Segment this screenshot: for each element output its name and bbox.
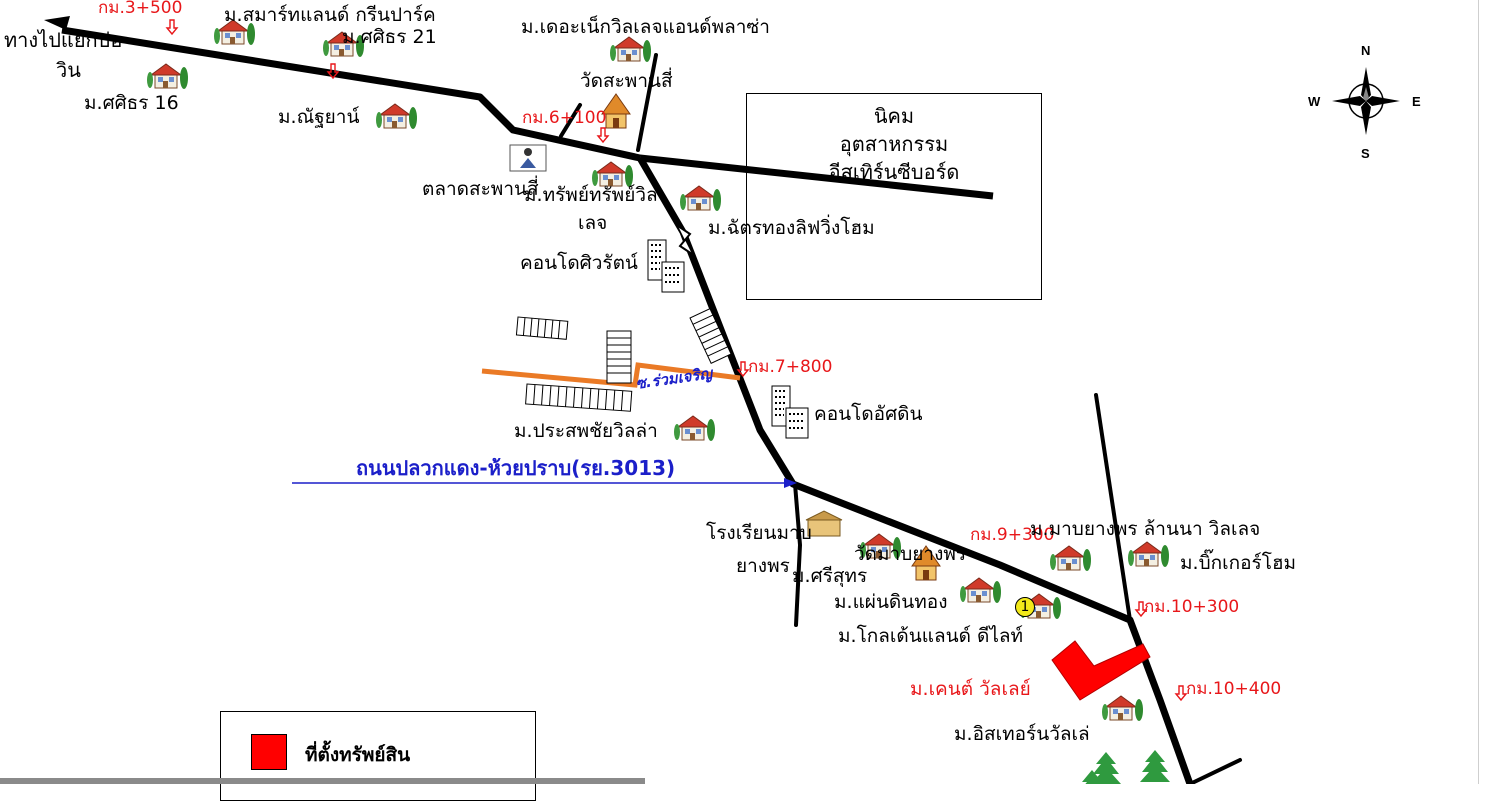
house-icon: [375, 103, 418, 130]
label-prasoppchai-villa: ม.ประสพชัยวิลล่า: [514, 420, 658, 442]
estate-line-3: อีสเทิร์นซีบอร์ด: [828, 160, 960, 184]
house-icon: [1049, 545, 1092, 572]
road-to-eastern-valley-branch: [1094, 393, 1132, 622]
direction-arrowhead: [44, 16, 70, 30]
km-post-icon: [1175, 685, 1187, 701]
label-wat-saphan-si: วัดสะพานสี่: [580, 70, 673, 92]
direction-label-line2: วิน: [56, 58, 81, 82]
house-icon: [146, 63, 189, 90]
condo-icon: [647, 239, 685, 293]
property-parcel: [1051, 640, 1151, 701]
industrial-estate-box: นิคม อุตสาหกรรม อีสเทิร์นซีบอร์ด: [746, 93, 1042, 300]
km-label-10-400: กม.10+400: [1186, 679, 1282, 699]
label-chattong-living-home: ม.ฉัตรทองลิฟวิ่งโฮม: [708, 217, 875, 239]
label-school-line-2: ยางพร: [736, 555, 790, 577]
label-maen-din-thong: ม.แผ่นดินทอง: [834, 591, 948, 613]
compass-rose: [1332, 67, 1400, 135]
label-condo-atsadin: คอนโดอัศดิน: [814, 403, 923, 425]
km-label-6-100: กม.6+100: [522, 108, 607, 128]
km-post-icon: [597, 127, 609, 143]
label-eastern-valley: ม.อิสเทอร์นวัลเล่: [954, 723, 1090, 745]
estate-line-2: อุตสาหกรรม: [839, 132, 949, 156]
compass-north-label: N: [1361, 43, 1371, 58]
road-southeast: [1188, 758, 1242, 784]
house-icon: [609, 36, 652, 63]
label-map-yang-phon-lanna: ม.มาบยางพร ล้านนา วิลเลจ: [1030, 518, 1261, 540]
km-label-7-800: กม.7+800: [748, 357, 833, 377]
direction-label-line1: ทางไปแยกบ่อ: [4, 28, 123, 52]
house-icon: [673, 415, 716, 442]
condo-icon: [771, 385, 809, 439]
property-number-marker: 1: [1015, 597, 1035, 617]
house-icon: [1101, 695, 1144, 722]
pine-tree-icon: [1140, 750, 1170, 782]
house-icon: [1127, 541, 1170, 568]
school-icon: [805, 510, 843, 537]
road-break-mark: [677, 225, 693, 255]
industrial-estate-label: นิคม อุตสาหกรรม อีสเทิร์นซีบอร์ด: [747, 102, 1041, 186]
road-to-industrial-estate: [639, 154, 994, 200]
roads: [61, 26, 1194, 784]
house-icon: [679, 185, 722, 212]
minor-roads: [559, 53, 1242, 784]
parking-stalls: [515, 308, 732, 412]
main-road-northwest: [61, 26, 641, 162]
right-edge-rule: [1478, 0, 1479, 784]
compass-east-label: E: [1412, 94, 1421, 109]
road-name-label: ถนนปลวกแดง-ห้วยปราบ(รย.3013): [356, 456, 676, 480]
bottom-strip: [0, 778, 645, 784]
market-icon: [509, 144, 547, 172]
label-kent-valley: ม.เคนต์ วัลเลย์: [910, 678, 1031, 700]
main-road-south: [636, 156, 1194, 784]
road-name-arrowhead: [784, 478, 797, 488]
house-icon: [959, 577, 1002, 604]
road-wat-saphan-si-1: [559, 103, 582, 138]
km-label-9-300: กม.9+300: [970, 525, 1055, 545]
label-sasithorn-16: ม.ศศิธร 16: [84, 92, 179, 114]
legend-property-label: ที่ตั้งทรัพย์สิน: [305, 744, 411, 766]
label-smart-land: ม.สมาร์ทแลนด์ กรีนปาร์ค: [224, 4, 436, 26]
legend-property-swatch: [251, 734, 287, 770]
label-nattaya: ม.ณัฐยาน์: [278, 106, 360, 128]
legend: ที่ตั้งทรัพย์สิน: [220, 711, 536, 801]
label-wat-map-yang-phon: วัดมาบยางพร: [854, 543, 967, 565]
km-post-icon: [166, 19, 178, 35]
label-talat-saphan-si: ตลาดสะพานสี่: [422, 178, 539, 200]
road-wat-saphan-si-2: [636, 53, 658, 152]
compass-west-label: W: [1308, 94, 1321, 109]
km-label-3-500: กม.3+500: [98, 0, 183, 18]
label-bigger-home: ม.บิ๊กเกอร์โฮม: [1180, 552, 1297, 574]
compass-south-label: S: [1361, 146, 1370, 161]
label-sap-sap-village-1: ม.ทรัพย์ทรัพย์วิล: [524, 184, 658, 206]
label-srisuk: ม.ศรีสุทร: [792, 565, 868, 587]
road-school: [793, 482, 803, 627]
label-sasithorn-21: ม.ศศิธร 21: [342, 26, 437, 48]
label-golden-land-delight: ม.โกลเด้นแลนด์ ดีไลท์: [838, 625, 1024, 647]
estate-line-1: นิคม: [873, 104, 915, 128]
label-school-line-1: โรงเรียนมาบ: [706, 522, 812, 544]
label-sap-sap-village-2: เลจ: [578, 212, 608, 234]
label-condo-siwarat: คอนโดศิวรัตน์: [520, 252, 638, 274]
km-label-10-300: กม.10+300: [1144, 597, 1240, 617]
soi-ruam-charoen: [481, 362, 741, 388]
label-the-next-village: ม.เดอะเน็กวิลเลจแอนด์พลาซ่า: [521, 16, 770, 38]
location-map: [44, 16, 1400, 784]
